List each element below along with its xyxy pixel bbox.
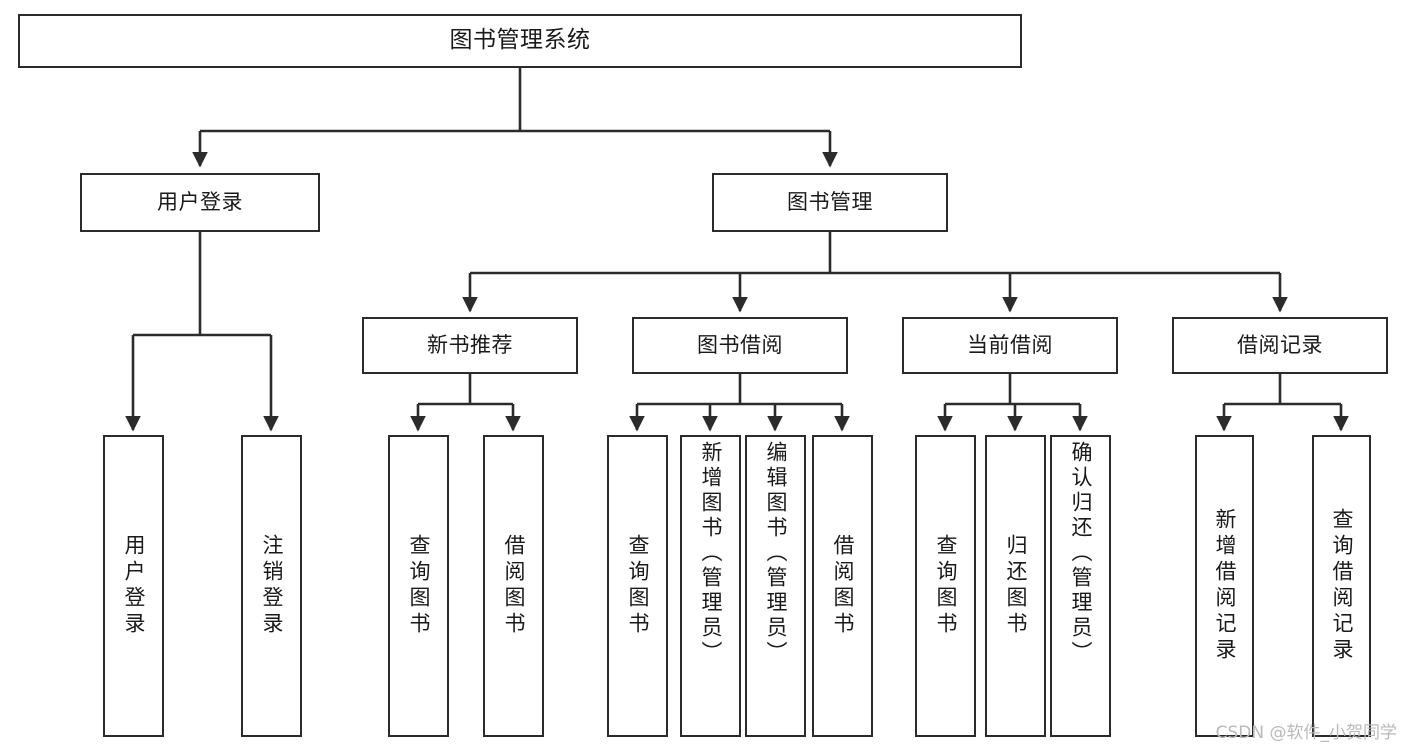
- node-label: 注销登录: [260, 534, 284, 638]
- node-leaf-rec-borrow-book[interactable]: 借阅图书: [483, 435, 544, 737]
- watermark-text: CSDN @软件_小贺同学: [1215, 723, 1397, 743]
- node-label: 图书管理: [787, 189, 873, 214]
- node-leaf-user-logout[interactable]: 注销登录: [241, 435, 302, 737]
- node-leaf-borrow-add-book[interactable]: 新增图书（管理员）: [680, 435, 741, 737]
- node-leaf-borrow-edit-book[interactable]: 编辑图书（管理员）: [745, 435, 806, 737]
- node-borrowing-record[interactable]: 借阅记录: [1172, 317, 1388, 374]
- node-label: 新增图书（管理员）: [699, 441, 723, 666]
- node-root-system[interactable]: 图书管理系统: [18, 14, 1022, 68]
- node-label: 用户登录: [157, 189, 243, 214]
- node-label: 查询图书: [934, 534, 958, 638]
- node-user-login[interactable]: 用户登录: [80, 173, 320, 232]
- node-leaf-cur-confirm-return[interactable]: 确认归还（管理员）: [1050, 435, 1111, 737]
- node-new-book-recommendation[interactable]: 新书推荐: [362, 317, 578, 374]
- node-book-borrowing[interactable]: 图书借阅: [632, 317, 848, 374]
- node-leaf-cur-return-book[interactable]: 归还图书: [985, 435, 1046, 737]
- node-label: 查询借阅记录: [1330, 508, 1354, 664]
- node-label: 用户登录: [122, 534, 146, 638]
- node-label: 归还图书: [1004, 534, 1028, 638]
- node-label: 借阅记录: [1237, 332, 1323, 357]
- node-leaf-add-borrow-record[interactable]: 新增借阅记录: [1195, 435, 1254, 737]
- node-label: 借阅图书: [831, 534, 855, 638]
- node-leaf-borrow-borrow-book[interactable]: 借阅图书: [812, 435, 873, 737]
- node-leaf-rec-query-book[interactable]: 查询图书: [388, 435, 449, 737]
- node-label: 新增借阅记录: [1213, 508, 1237, 664]
- node-label: 查询图书: [626, 534, 650, 638]
- node-label: 图书借阅: [697, 332, 783, 357]
- node-leaf-query-borrow-record[interactable]: 查询借阅记录: [1312, 435, 1371, 737]
- node-leaf-user-login[interactable]: 用户登录: [103, 435, 164, 737]
- node-leaf-borrow-query-book[interactable]: 查询图书: [607, 435, 668, 737]
- node-label: 图书管理系统: [449, 27, 591, 54]
- node-current-borrowing[interactable]: 当前借阅: [902, 317, 1118, 374]
- node-book-management[interactable]: 图书管理: [712, 173, 948, 232]
- node-label: 查询图书: [407, 534, 431, 638]
- node-label: 当前借阅: [967, 332, 1053, 357]
- node-label: 确认归还（管理员）: [1069, 441, 1093, 666]
- node-label: 编辑图书（管理员）: [764, 441, 788, 666]
- node-leaf-cur-query-book[interactable]: 查询图书: [915, 435, 976, 737]
- node-label: 新书推荐: [427, 332, 513, 357]
- node-label: 借阅图书: [502, 534, 526, 638]
